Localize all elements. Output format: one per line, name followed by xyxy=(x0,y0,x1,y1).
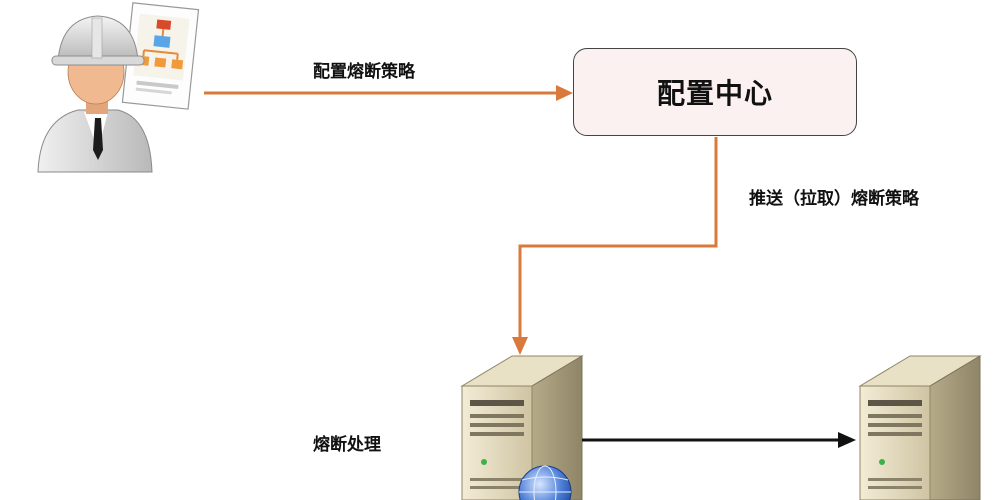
config-center-box: 配置中心 xyxy=(573,48,857,136)
call-arrowhead xyxy=(838,432,856,448)
circuit-break-handling-label: 熔断处理 xyxy=(313,435,381,455)
push-pull-arrow xyxy=(518,137,718,340)
server-icon xyxy=(858,355,982,500)
push-pull-arrowhead xyxy=(512,337,528,355)
server-with-globe-icon xyxy=(460,355,584,500)
engineer-with-document-icon xyxy=(37,2,200,173)
config-center-label: 配置中心 xyxy=(656,77,773,110)
configure-arrowhead xyxy=(556,85,573,101)
push-pull-strategy-label: 推送（拉取）熔断策略 xyxy=(749,189,919,209)
configure-strategy-label: 配置熔断策略 xyxy=(313,62,415,82)
